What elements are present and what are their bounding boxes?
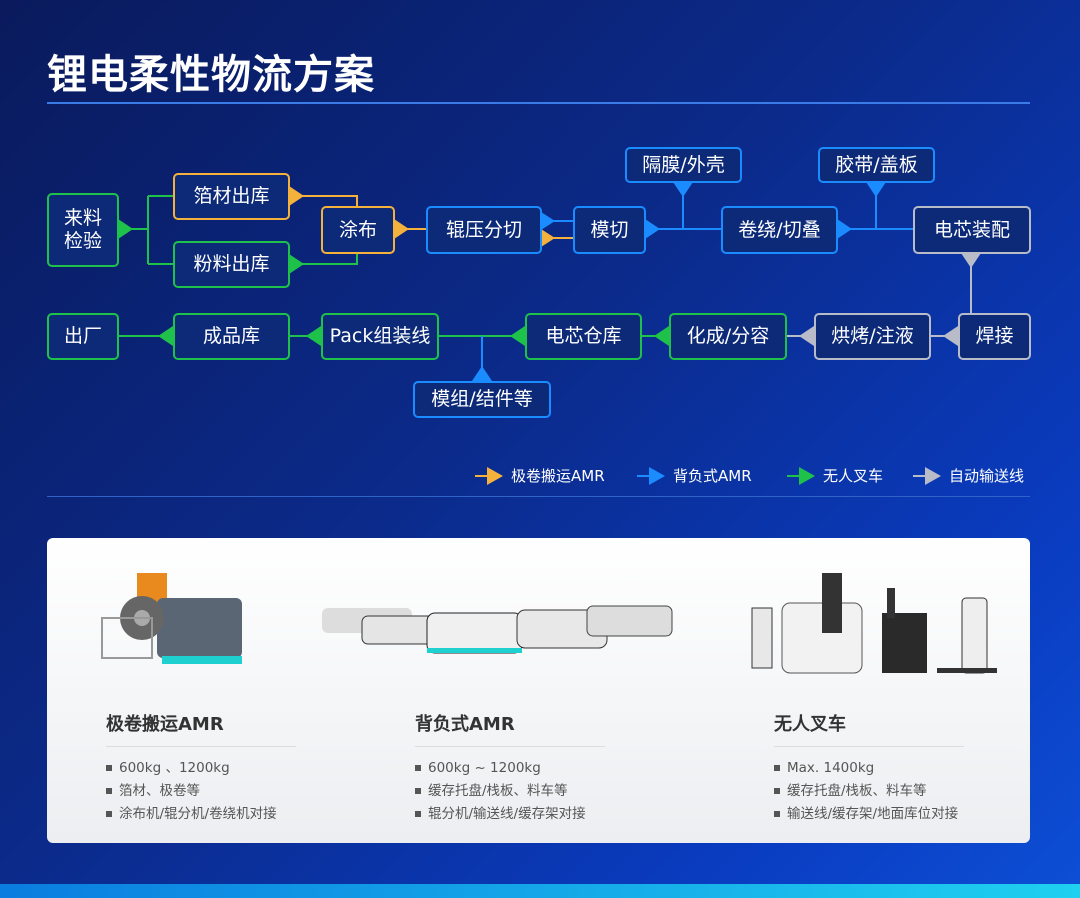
- arrow-down-icon: [673, 182, 693, 197]
- product-title: 背负式AMR: [415, 710, 605, 747]
- arrow-right-icon: [837, 219, 852, 239]
- spec-item: 输送线/缓存架/地面库位对接: [774, 803, 964, 826]
- arrow-left-icon: [654, 326, 669, 346]
- connector-foil: [289, 195, 358, 206]
- node-powder-out: 粉料出库: [173, 241, 290, 288]
- connector-powder: [289, 253, 358, 265]
- roll-amr-image: [101, 573, 242, 664]
- arrow-left-icon: [510, 326, 525, 346]
- page-title: 锂电柔性物流方案: [47, 52, 375, 98]
- legend-item-roll-amr: 极卷搬运AMR: [475, 465, 605, 486]
- arrow-up-icon: [472, 366, 492, 381]
- legend-divider: [47, 496, 1030, 497]
- arrow-left-icon: [306, 326, 321, 346]
- arrow-right-icon: [541, 212, 555, 230]
- legend-label: 自动输送线: [949, 467, 1025, 485]
- arrow-right-icon: [289, 186, 304, 206]
- arrow-left-icon: [799, 326, 814, 346]
- legend-item-backpack-amr: 背负式AMR: [637, 465, 752, 486]
- forklift-image: [751, 573, 997, 674]
- node-rolling: 辊压分切: [426, 206, 542, 254]
- product-title: 极卷搬运AMR: [106, 710, 296, 747]
- legend-green-arrow-icon: [787, 466, 815, 485]
- node-winding: 卷绕/切叠: [721, 206, 838, 254]
- spec-item: 缓存托盘/栈板、料车等: [774, 780, 964, 803]
- node-baking: 烘烤/注液: [814, 313, 931, 360]
- node-welding: 焊接: [958, 313, 1031, 360]
- flow-connectors: [118, 182, 981, 381]
- node-separator: 隔膜/外壳: [625, 147, 742, 183]
- arrow-left-icon: [943, 326, 958, 346]
- node-cell-warehouse: 电芯仓库: [525, 313, 642, 360]
- legend-gray-arrow-icon: [913, 466, 941, 485]
- arrow-right-icon: [645, 219, 660, 239]
- arrow-right-icon: [118, 219, 133, 239]
- arrow-right-icon: [289, 254, 304, 274]
- bottom-accent-bar: [0, 884, 1080, 898]
- spec-item: Max. 1400kg: [774, 757, 964, 780]
- spec-item: 箔材、极卷等: [106, 780, 296, 803]
- legend-blue-arrow-icon: [637, 466, 665, 485]
- legend-label: 极卷搬运AMR: [511, 467, 605, 485]
- spec-item: 涂布机/辊分机/卷绕机对接: [106, 803, 296, 826]
- node-tape: 胶带/盖板: [818, 147, 935, 183]
- node-pack: Pack组装线: [321, 313, 439, 360]
- spec-item: 辊分机/输送线/缓存架对接: [415, 803, 605, 826]
- legend-label: 背负式AMR: [673, 467, 752, 485]
- backpack-amr-image: [322, 605, 673, 654]
- legend-item-forklift: 无人叉车: [787, 465, 883, 486]
- node-ship: 出厂: [47, 313, 119, 360]
- arrow-down-icon: [961, 253, 981, 268]
- product-title: 无人叉车: [774, 710, 964, 747]
- spec-item: 600kg 、1200kg: [106, 757, 296, 780]
- legend-item-conveyor: 自动输送线: [913, 465, 1024, 486]
- node-module: 模组/结件等: [413, 381, 551, 418]
- node-assembly: 电芯装配: [913, 206, 1031, 254]
- legend-orange-arrow-icon: [475, 466, 503, 485]
- node-foil-out: 箔材出库: [173, 173, 290, 220]
- spec-item: 缓存托盘/栈板、料车等: [415, 780, 605, 803]
- spec-item: 600kg ~ 1200kg: [415, 757, 605, 780]
- node-incoming: 来料检验: [47, 193, 119, 267]
- node-finished: 成品库: [173, 313, 290, 360]
- node-formation: 化成/分容: [669, 313, 787, 360]
- arrow-left-icon: [158, 326, 173, 346]
- arrow-right-icon: [394, 219, 409, 239]
- title-divider: [47, 102, 1030, 104]
- node-die-cut: 模切: [573, 206, 646, 254]
- arrow-right-icon: [541, 229, 555, 247]
- arrow-down-icon: [866, 182, 886, 197]
- legend-label: 无人叉车: [823, 467, 884, 485]
- node-coating: 涂布: [321, 206, 395, 254]
